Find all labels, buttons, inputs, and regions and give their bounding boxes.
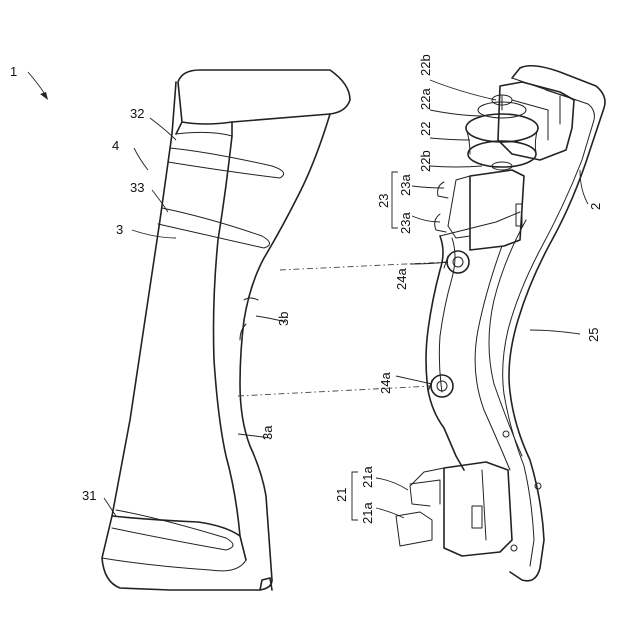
label-roller: 22 <box>418 122 433 136</box>
assembly-arrow-icon <box>40 92 48 100</box>
label-roller-mid: 22a <box>418 88 433 110</box>
roller-part <box>466 95 538 170</box>
cover-part <box>102 70 350 590</box>
label-boss-upper: 24a <box>394 268 409 290</box>
label-cover: 3 <box>116 222 123 237</box>
label-hook-top-b: 23a <box>398 212 413 234</box>
label-recess-lower: 3a <box>260 425 275 440</box>
label-recess-upper: 3b <box>276 312 291 326</box>
label-top-wrap: 32 <box>130 106 144 121</box>
label-assembly: 1 <box>10 64 17 79</box>
part-labels: 1 32 4 33 3 31 3b 3a 22b 22a 22 22b 23 2… <box>10 54 603 524</box>
label-roller-top: 22b <box>418 54 433 76</box>
label-frame: 2 <box>588 203 603 210</box>
label-roller-lower: 22b <box>418 150 433 172</box>
label-spine: 25 <box>586 328 601 342</box>
label-hook-group-bottom: 21 <box>334 488 349 502</box>
label-hook-bot-a: 21a <box>360 466 375 488</box>
label-hook-top-a: 23a <box>398 174 413 196</box>
label-hook-group-top: 23 <box>376 194 391 208</box>
label-bottom-wrap: 31 <box>82 488 96 503</box>
label-boss-lower: 24a <box>378 372 393 394</box>
frame-part <box>396 66 605 581</box>
label-cover-outer: 4 <box>112 138 119 153</box>
alignment-lines <box>238 262 448 396</box>
label-mid-wrap: 33 <box>130 180 144 195</box>
label-hook-bot-b: 21a <box>360 502 375 524</box>
